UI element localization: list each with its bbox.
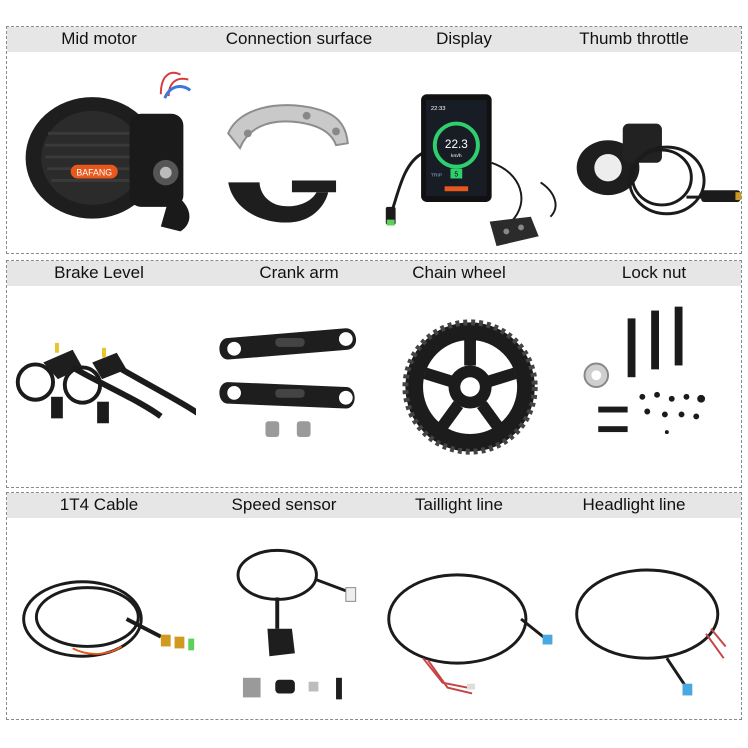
label-connection-surface: Connection surface bbox=[225, 29, 373, 48]
speed-sensor-image bbox=[197, 521, 381, 717]
label-brake-level: Brake Level bbox=[54, 263, 144, 282]
label-crank-arm: Crank arm bbox=[259, 263, 339, 282]
lock-nut-image bbox=[567, 289, 748, 485]
display-level: 5 bbox=[454, 172, 458, 179]
display-unit: km/h bbox=[451, 153, 462, 159]
chain-wheel-image bbox=[382, 289, 566, 485]
label-speed-sensor: Speed sensor bbox=[231, 495, 337, 514]
label-mid-motor: Mid motor bbox=[61, 29, 137, 48]
headlight-line-image bbox=[567, 521, 748, 717]
label-taillight-line: Taillight line bbox=[415, 495, 503, 514]
mid-motor-image: BAFANG bbox=[12, 55, 196, 251]
panel-row-1: Mid motor Connection surface Display Thu… bbox=[6, 26, 742, 254]
panel-header bbox=[7, 27, 741, 52]
panel-row-3: 1T4 Cable Speed sensor Taillight line He… bbox=[6, 492, 742, 720]
panel-header bbox=[7, 261, 741, 286]
display-time: 22:33 bbox=[431, 106, 446, 112]
label-1t4-cable: 1T4 Cable bbox=[59, 495, 139, 514]
thumb-throttle-image bbox=[567, 55, 748, 251]
brand-mark: BAFANG bbox=[76, 168, 112, 178]
display-speed: 22.3 bbox=[445, 138, 468, 151]
crank-arm-image bbox=[197, 289, 381, 485]
1t4-cable-image bbox=[12, 521, 196, 717]
panel-row-2: Brake Level Crank arm Chain wheel Lock n… bbox=[6, 260, 742, 488]
label-headlight-line: Headlight line bbox=[582, 495, 686, 514]
label-thumb-throttle: Thumb throttle bbox=[579, 29, 689, 48]
display-image: 22:33 22.3 km/h TRIP 5 bbox=[382, 55, 566, 251]
panel-header bbox=[7, 493, 741, 518]
display-mode: TRIP bbox=[431, 173, 442, 179]
label-display: Display bbox=[436, 29, 492, 48]
label-chain-wheel: Chain wheel bbox=[412, 263, 506, 282]
connection-surface-image bbox=[197, 55, 381, 251]
taillight-line-image bbox=[382, 521, 566, 717]
label-lock-nut: Lock nut bbox=[621, 263, 687, 282]
brake-lever-image bbox=[12, 289, 196, 485]
